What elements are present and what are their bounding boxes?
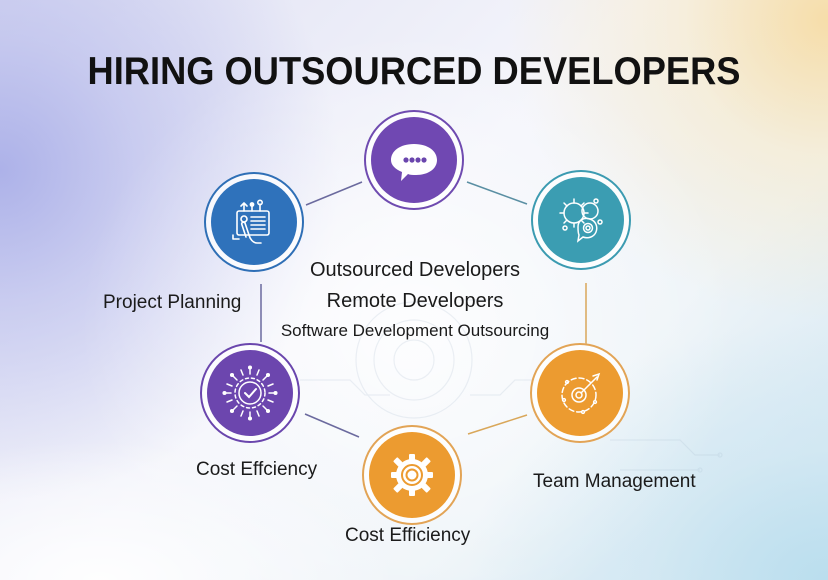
check-badge-circuit-icon [222, 365, 278, 421]
gears-target-icon [559, 198, 603, 243]
center-line-software-development-outsourcing: Software Development Outsourcing [280, 321, 550, 340]
node-technical-skills [531, 170, 631, 270]
chat-bubble-icon [391, 144, 437, 181]
page-title: HIRING OUTSOURCED DEVELOPERS [87, 50, 741, 93]
label-project-planning: Project Planning [103, 292, 242, 313]
label-cost-efficiency-bottom: Cost Efficiency [345, 525, 471, 546]
label-cost-efficiency-left: Cost Effciency [196, 459, 318, 480]
gear-icon [391, 454, 433, 496]
gauge-target-icon [561, 372, 601, 415]
node-team-management [530, 343, 630, 443]
hand-touch-dashboard-icon [232, 199, 270, 244]
node-communication [364, 110, 464, 210]
center-line-remote-developers: Remote Developers [326, 290, 504, 312]
node-cost-efficiency-bottom [362, 425, 462, 525]
circuit-decoration [300, 297, 723, 473]
node-project-planning [204, 172, 304, 272]
node-cost-efficiency-left [200, 343, 300, 443]
center-line-outsourced-developers: Outsourced Developers [309, 259, 521, 281]
label-team-management: Team Management [533, 471, 696, 492]
